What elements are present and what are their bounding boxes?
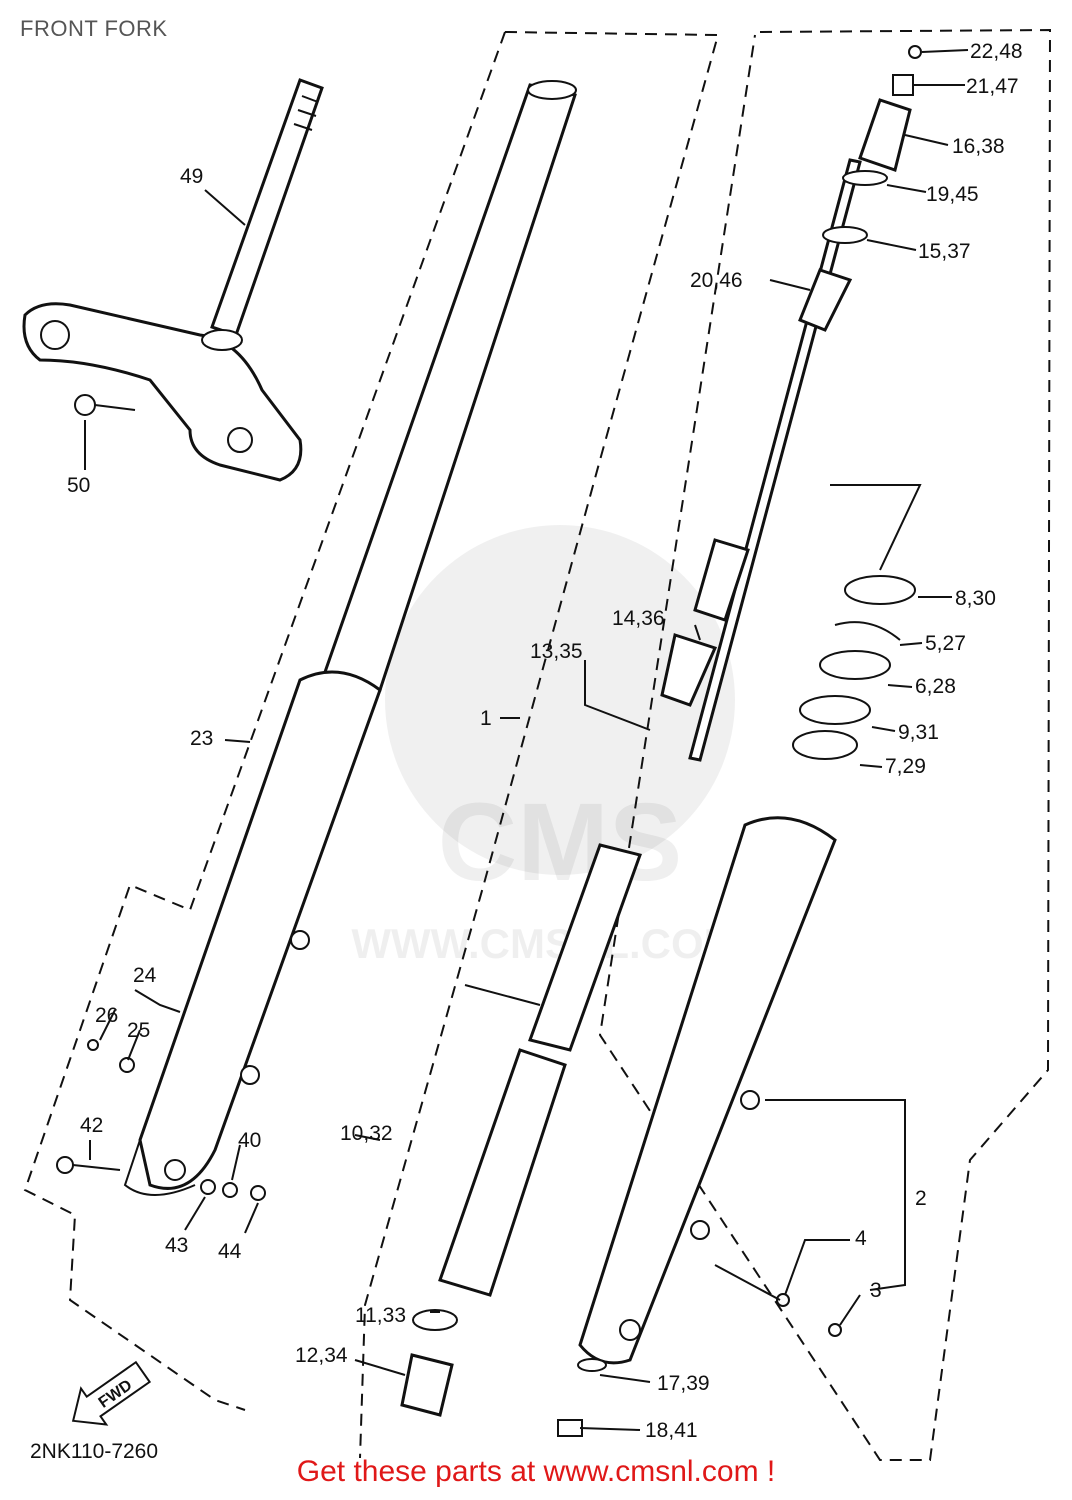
callout-26: 26 — [95, 1004, 118, 1027]
right-outer-tube — [557, 816, 842, 1437]
diagram-title: FRONT FORK — [20, 16, 168, 41]
callout-24: 24 — [133, 964, 157, 987]
callout-3: 3 — [870, 1279, 882, 1302]
callout-7-29: 7,29 — [885, 755, 926, 778]
callout-19-45: 19,45 — [926, 183, 979, 206]
callout-25: 25 — [127, 1019, 150, 1042]
callout-17-39: 17,39 — [657, 1372, 710, 1395]
callout-44: 44 — [218, 1240, 242, 1263]
callout-labels: 22,48 21,47 16,38 19,45 15,37 20,46 49 5… — [67, 40, 1023, 1442]
callout-10-32: 10,32 — [340, 1122, 393, 1145]
watermark-logo — [385, 525, 735, 875]
callout-4: 4 — [855, 1227, 867, 1250]
seal-stack — [792, 575, 916, 760]
callout-23: 23 — [190, 727, 213, 750]
callout-2: 2 — [915, 1187, 927, 1210]
fwd-arrow: FWD — [71, 1360, 152, 1426]
steering-stem — [22, 78, 324, 482]
leader-lines — [84, 49, 969, 1431]
watermark: CMS WWW.CMSNL.COM — [351, 525, 739, 967]
callout-14-36: 14,36 — [612, 607, 665, 630]
drawing-code: 2NK110-7260 — [30, 1440, 158, 1463]
watermark-brand: CMS — [438, 781, 682, 904]
left-hardware — [56, 1039, 266, 1201]
boundary-left — [359, 31, 720, 1459]
callout-18-41: 18,41 — [645, 1419, 698, 1442]
callout-13-35: 13,35 — [530, 640, 583, 663]
boundary-left-outer — [23, 31, 506, 1411]
callout-12-34: 12,34 — [295, 1344, 348, 1367]
callout-50: 50 — [67, 474, 90, 497]
assembly-boundaries — [23, 28, 1052, 1461]
slide-tube — [400, 843, 642, 1417]
callout-5-27: 5,27 — [925, 632, 966, 655]
callout-42: 42 — [80, 1114, 103, 1137]
callout-6-28: 6,28 — [915, 675, 956, 698]
callout-20-46: 20,46 — [690, 269, 743, 292]
bolt-50 — [74, 394, 136, 416]
callout-1: 1 — [480, 707, 492, 730]
callout-16-38: 16,38 — [952, 135, 1005, 158]
left-fork-tube — [123, 80, 577, 1196]
damper-rod — [660, 158, 862, 762]
callout-15-37: 15,37 — [918, 240, 971, 263]
callout-22-48: 22,48 — [970, 40, 1023, 63]
boundary-right — [598, 28, 1052, 1461]
callout-9-31: 9,31 — [898, 721, 939, 744]
callout-49: 49 — [180, 165, 203, 188]
footer-link[interactable]: Get these parts at www.cmsnl.com ! — [296, 1455, 776, 1488]
callout-21-47: 21,47 — [966, 75, 1019, 98]
watermark-url: WWW.CMSNL.COM — [351, 920, 738, 967]
cap-assembly — [822, 45, 922, 244]
callout-40: 40 — [238, 1129, 261, 1152]
callout-43: 43 — [165, 1234, 188, 1257]
callout-8-30: 8,30 — [955, 587, 996, 610]
callout-11-33: 11,33 — [355, 1304, 406, 1327]
